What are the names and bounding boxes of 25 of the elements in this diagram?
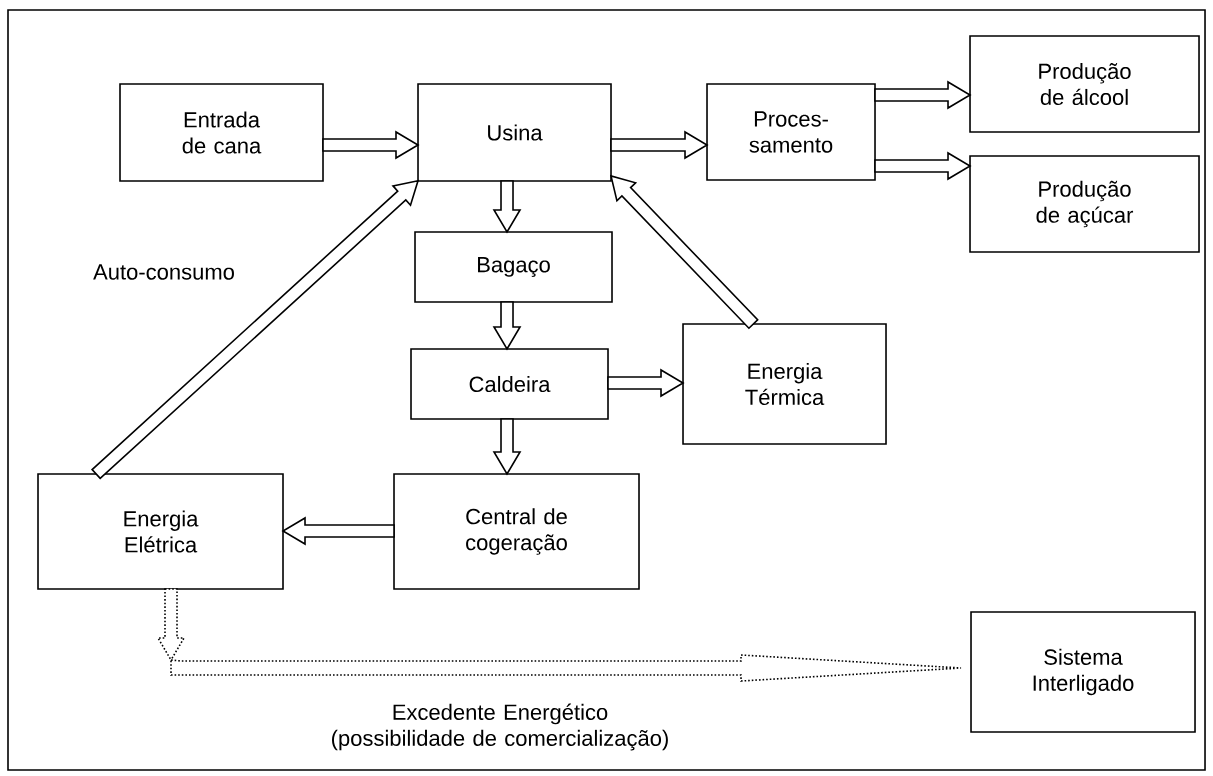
block-arrow: [322, 130, 420, 160]
process-box: Bagaço: [414, 231, 613, 303]
block-arrow: [492, 418, 522, 476]
process-box: Produção de açúcar: [969, 155, 1200, 253]
block-arrow: [492, 301, 522, 351]
block-arrow: [609, 174, 759, 330]
block-arrow: [874, 151, 972, 181]
block-arrow: [610, 130, 709, 160]
process-box: Energia Elétrica: [37, 473, 284, 590]
edge-label: Auto-consumo: [91, 262, 237, 282]
edge-label: Excedente Energético (possibilidade de comercialização): [323, 701, 677, 753]
process-box: Energia Térmica: [682, 323, 887, 445]
block-arrow: [90, 179, 420, 480]
block-arrow: [874, 80, 972, 110]
block-arrow: [281, 516, 395, 546]
process-box: Caldeira: [410, 348, 609, 420]
process-box: Entrada de cana: [119, 83, 324, 182]
process-box: Proces- samento: [706, 83, 876, 181]
process-box: Central de cogeração: [393, 473, 640, 590]
process-box: Produção de álcool: [969, 35, 1200, 133]
process-box: Sistema Interligado: [970, 611, 1196, 733]
block-arrow: [492, 180, 522, 234]
block-arrow: [607, 368, 685, 398]
process-box: Usina: [417, 83, 612, 182]
block-arrow: [156, 588, 962, 682]
